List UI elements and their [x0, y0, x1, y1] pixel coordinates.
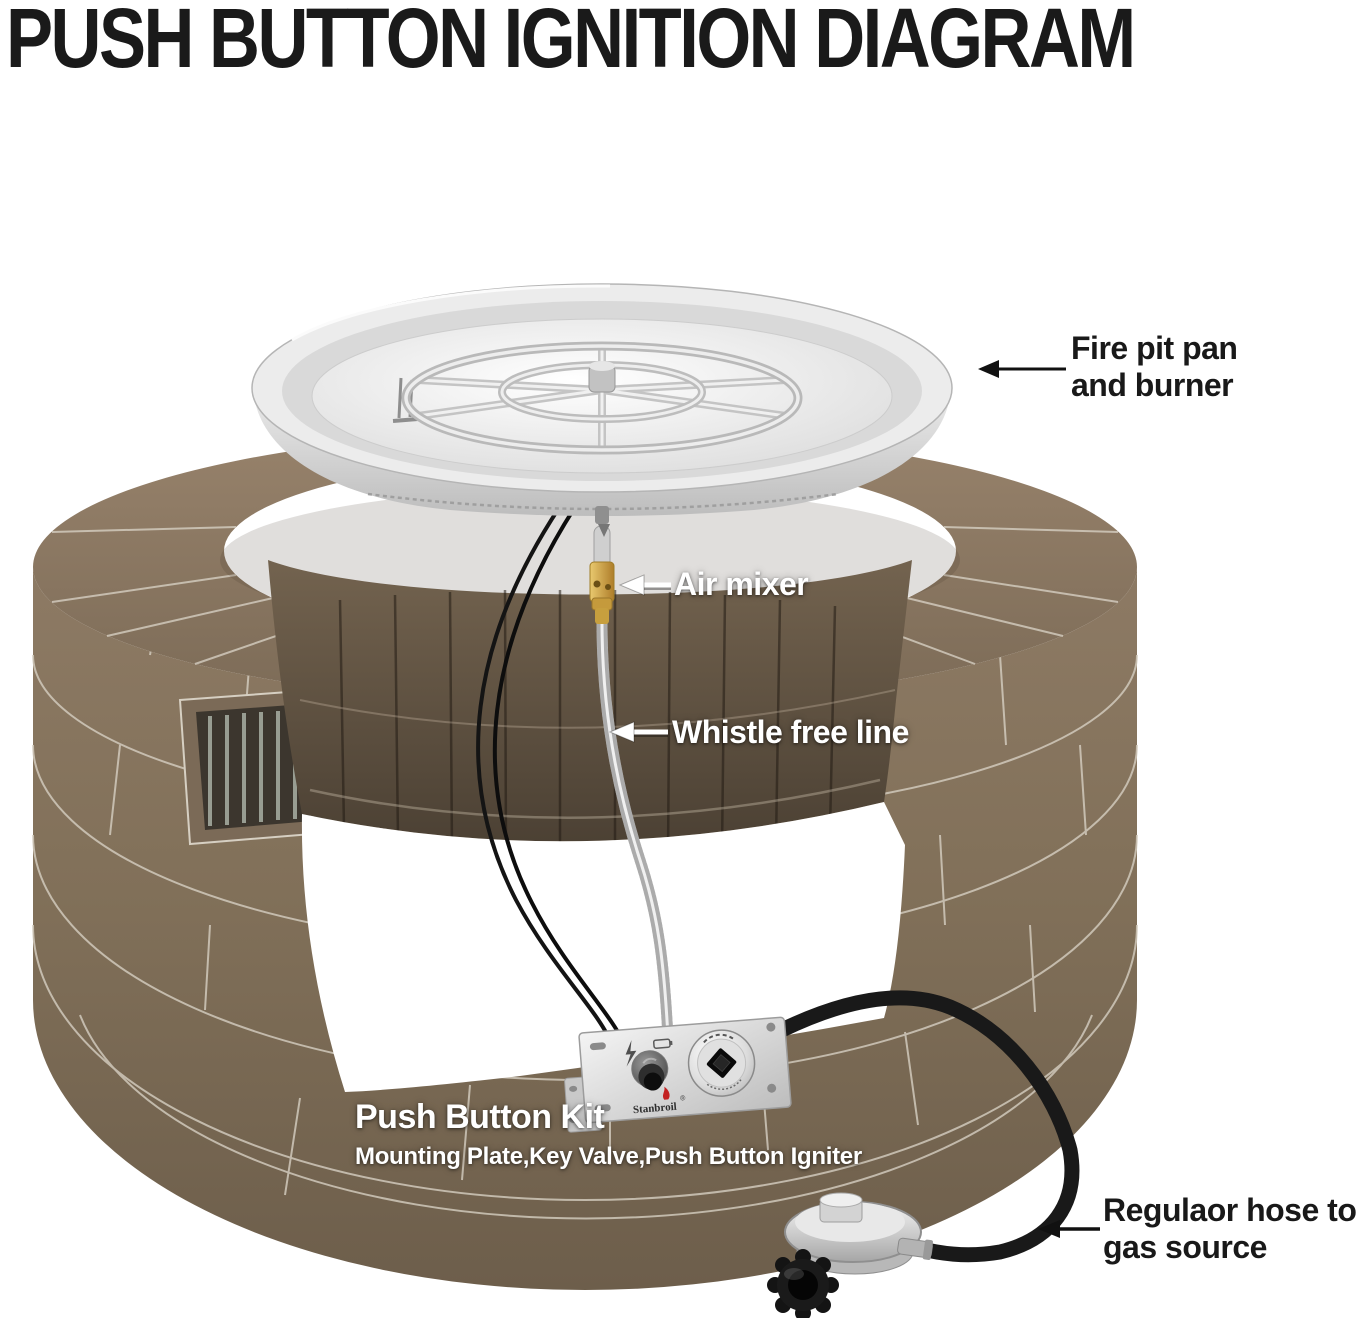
label-push-button-kit-title: Push Button Kit — [355, 1098, 605, 1136]
label-whistle-free-line: Whistle free line — [672, 714, 909, 750]
label-regulator-hose: Regulaor hose to gas source — [1103, 1192, 1357, 1266]
brand-text: Stanbroil — [633, 1101, 678, 1116]
burner-ring — [401, 341, 803, 455]
brand-flame-icon — [663, 1086, 670, 1100]
label-line: Air mixer — [674, 566, 809, 602]
ring-inner-wall — [268, 560, 912, 860]
label-line: gas source — [1103, 1229, 1267, 1265]
key-valve — [687, 1029, 756, 1097]
igniter-wires — [476, 500, 628, 1050]
hose-fitting — [897, 1237, 933, 1261]
regulator-knob — [767, 1249, 839, 1318]
igniter-button — [631, 1050, 669, 1091]
pan-outlet-nipple — [595, 506, 609, 524]
page-title: PUSH BUTTON IGNITION DIAGRAM — [6, 0, 1136, 85]
fire-pit-pan — [251, 283, 953, 537]
label-fire-pit-pan: Fire pit pan and burner — [1071, 330, 1238, 404]
regulator — [767, 1192, 933, 1318]
label-air-mixer: Air mixer — [674, 566, 809, 602]
gas-hose — [774, 990, 1080, 1263]
brand-trademark: ® — [680, 1094, 687, 1102]
battery-icon — [652, 1038, 673, 1049]
label-line: Push Button Kit — [355, 1098, 605, 1136]
air-mixer-arrow — [618, 574, 671, 596]
air-mixer — [589, 525, 615, 624]
fire-pit-pan-arrow — [978, 360, 1066, 378]
push-button-kit-plate: Stanbroil ® — [578, 1016, 792, 1124]
whistle-free-line-arrow — [608, 721, 668, 743]
whistle-free-line — [596, 616, 674, 1044]
regulator-hose-arrow — [1038, 1220, 1100, 1238]
label-line: Mounting Plate,Key Valve,Push Button Ign… — [355, 1143, 862, 1170]
label-line: Regulaor hose to — [1103, 1192, 1357, 1228]
label-line: and burner — [1071, 367, 1234, 403]
inner-wall-seams — [338, 589, 837, 860]
lightning-bolt-icon — [625, 1040, 637, 1067]
label-line: Whistle free line — [672, 714, 909, 750]
label-push-button-kit-subtitle: Mounting Plate,Key Valve,Push Button Ign… — [355, 1139, 862, 1175]
label-line: Fire pit pan — [1071, 330, 1238, 366]
